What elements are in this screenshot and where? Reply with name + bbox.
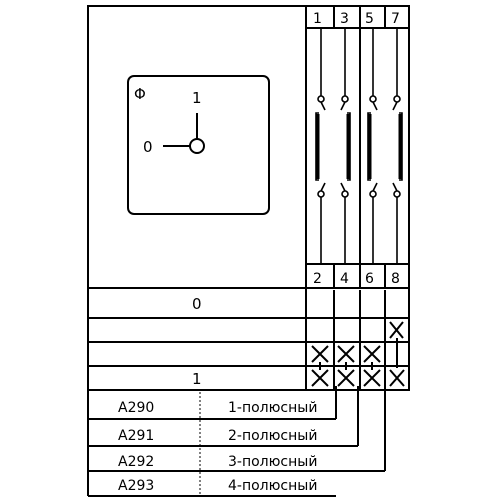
position-on-label: 1	[192, 89, 202, 107]
contact-mark-1a-4	[337, 345, 355, 363]
model-code-a292: A292	[118, 454, 154, 470]
position-off-label: 0	[143, 138, 153, 156]
terminal-top-7: 7	[391, 11, 400, 27]
contact-mark-1b-4	[337, 369, 355, 387]
model-desc-a290: 1-полюсный	[228, 400, 317, 416]
diagram-frame	[87, 5, 410, 391]
switch-symbol	[127, 75, 270, 215]
terminal-bottom-8: 8	[391, 271, 400, 287]
terminal-bottom-4: 4	[340, 271, 349, 287]
contact-pair-left	[315, 28, 351, 264]
model-table	[87, 386, 386, 497]
terminal-bottom-2: 2	[313, 271, 322, 287]
contact-mark-1a-2	[311, 345, 329, 363]
contact-mark-1b-6	[363, 369, 381, 387]
contact-mark-1b-2	[311, 369, 329, 387]
model-desc-a293: 4-полюсный	[228, 478, 317, 494]
phi-label: Φ	[134, 85, 146, 103]
terminal-bottom-6: 6	[365, 271, 374, 287]
model-code-a291: A291	[118, 428, 154, 444]
model-desc-a292: 3-полюсный	[228, 454, 317, 470]
terminal-top-5: 5	[365, 11, 374, 27]
position-0-label: 0	[192, 295, 202, 313]
position-1-label: 1	[192, 370, 202, 388]
model-code-a290: A290	[118, 400, 154, 416]
contact-mark-0-8	[389, 321, 404, 339]
contact-mark-1b-8	[389, 369, 405, 387]
contact-table	[311, 321, 405, 387]
model-code-a293: A293	[118, 478, 154, 494]
terminal-top-3: 3	[340, 11, 349, 27]
model-desc-a291: 2-полюсный	[228, 428, 317, 444]
contact-mark-1a-6	[363, 345, 381, 363]
contact-pair-right	[367, 28, 403, 264]
terminal-top-1: 1	[313, 11, 322, 27]
